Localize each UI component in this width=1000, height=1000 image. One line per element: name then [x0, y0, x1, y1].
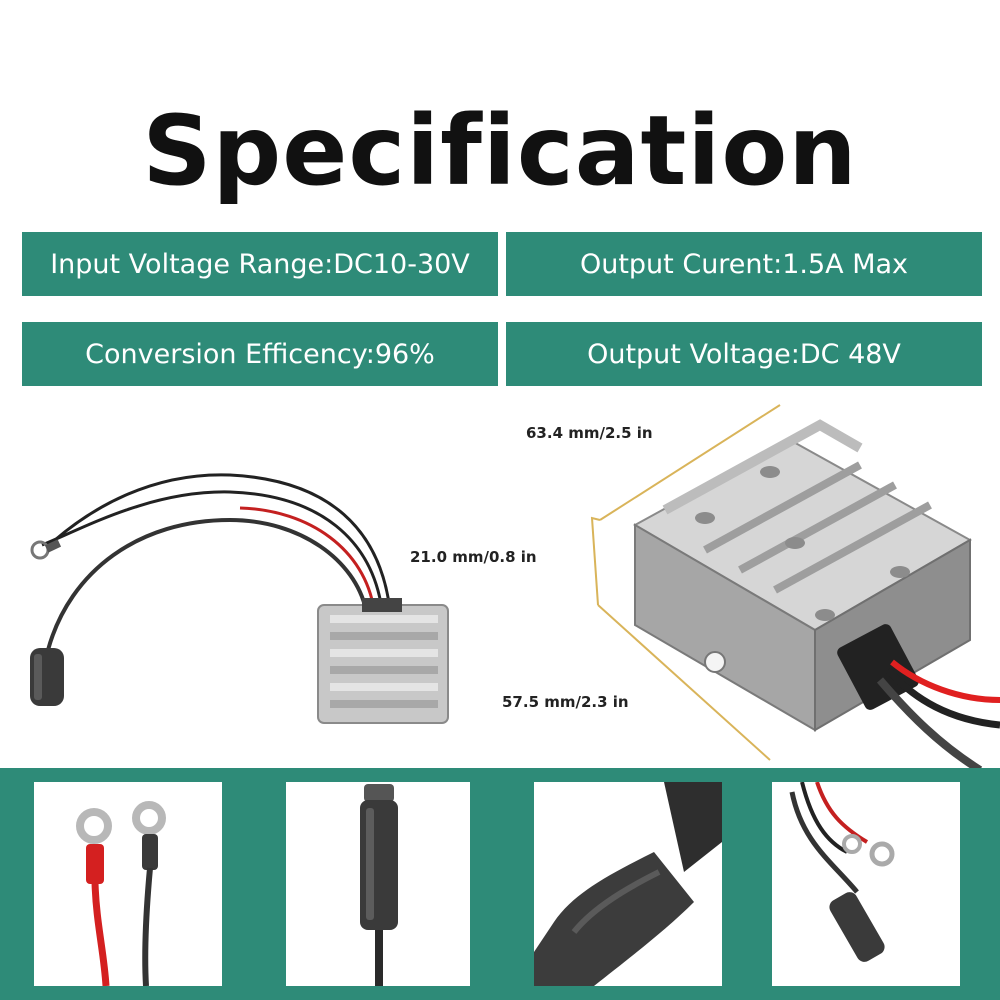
converter-3d-illustration: [590, 404, 1000, 770]
dimension-width: 57.5 mm/2.3 in: [502, 693, 629, 711]
thumbnail-ring-terminals: [34, 782, 222, 986]
spec-output-voltage: Output Voltage:DC 48V: [506, 322, 982, 386]
dimension-height: 21.0 mm/0.8 in: [410, 548, 537, 566]
spec-output-current: Output Curent:1.5A Max: [506, 232, 982, 296]
page-title: Specification: [142, 95, 858, 207]
spec-conversion-efficiency: Conversion Efficency:96%: [22, 322, 498, 386]
spec-input-voltage: Input Voltage Range:DC10-30V: [22, 232, 498, 296]
thumbnail-heat-shrink-closeup: [534, 782, 722, 986]
converter-with-cables-illustration: [30, 473, 449, 724]
thumbnail-cable-assembly: [772, 782, 960, 986]
thumbnail-barrel-connector: [286, 782, 470, 986]
dimension-length: 63.4 mm/2.5 in: [526, 424, 653, 442]
